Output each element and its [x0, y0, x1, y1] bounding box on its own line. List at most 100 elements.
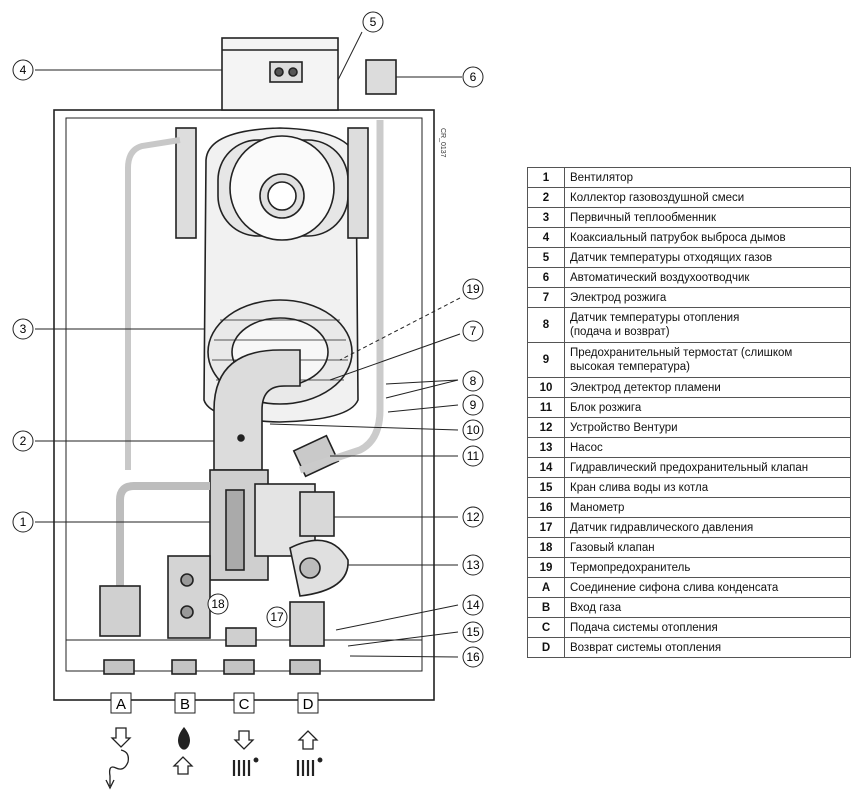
legend-text: Манометр: [570, 501, 625, 514]
callout-circle: [462, 594, 484, 616]
callout-label: 15: [466, 625, 480, 639]
legend-text: Коаксиальный патрубок выброса дымов: [570, 231, 786, 244]
callout-circle: [462, 621, 484, 643]
callout-circle: [266, 606, 288, 628]
callout-circle: [207, 593, 229, 615]
legend-key: 4: [527, 227, 565, 248]
legend-row: 13 Насос: [527, 437, 851, 458]
callout-label: 7: [470, 324, 477, 338]
callout-circle: [12, 511, 34, 533]
callout-label: 3: [20, 322, 27, 336]
callout-circle: [12, 59, 34, 81]
legend-description: Датчик температуры отходящих газов: [564, 247, 851, 268]
legend-text: Первичный теплообменник: [570, 211, 717, 224]
callout-label: 8: [470, 374, 477, 388]
legend-description: Автоматический воздухоотводчик: [564, 267, 851, 288]
connection-markers: A B C D: [110, 692, 319, 714]
callout-1: 1: [12, 511, 34, 533]
callout-circle: [462, 445, 484, 467]
legend-description: Термопредохранитель: [564, 557, 851, 578]
auto-air-vent: [365, 59, 397, 95]
callout-8: 8: [462, 370, 484, 392]
connection-B: B: [174, 692, 196, 714]
callout-3: 3: [12, 318, 34, 340]
legend-key: 7: [527, 287, 565, 308]
connection-label: B: [180, 696, 190, 713]
connection-symbols: [105, 726, 323, 790]
pump: [289, 539, 349, 597]
legend-key: 10: [527, 377, 565, 398]
legend-key: 16: [527, 497, 565, 518]
left-pipe: [116, 482, 210, 612]
callout-label: 16: [466, 650, 480, 664]
legend-text: Коллектор газовоздушной смеси: [570, 191, 745, 204]
callout-label: 5: [370, 15, 377, 29]
legend-text-continued: (подача и возврат): [570, 326, 670, 338]
legend-description: Устройство Вентури: [564, 417, 851, 438]
legend-text: Возврат системы отопления: [570, 641, 722, 654]
callout-11: 11: [462, 445, 484, 467]
leader-lines: [35, 31, 462, 658]
legend-text: Вход газа: [570, 601, 622, 614]
legend-text: Насос: [570, 441, 603, 454]
callout-10: 10: [462, 419, 484, 441]
legend-text: Датчик температуры отопления: [570, 312, 740, 324]
connection-label: C: [239, 696, 250, 713]
legend-text: Подача системы отопления: [570, 621, 718, 634]
callout-label: 11: [467, 449, 480, 463]
callout-circle: [12, 430, 34, 452]
legend-description: Коллектор газовоздушной смеси: [564, 187, 851, 208]
callout-label: 14: [466, 598, 480, 612]
callout-circle: [462, 554, 484, 576]
venturi: [299, 491, 335, 537]
connection-label: D: [303, 696, 314, 713]
legend-key: 3: [527, 207, 565, 228]
legend-key: B: [527, 597, 565, 618]
connection-box: [174, 692, 196, 714]
heating-flow-icon: [232, 730, 259, 776]
legend-description: Газовый клапан: [564, 537, 851, 558]
legend-text: Датчик температуры отходящих газов: [570, 251, 773, 264]
callout-label: 13: [466, 558, 480, 572]
legend-key: C: [527, 617, 565, 638]
connection-label: A: [116, 696, 126, 713]
legend-description: Электрод розжига: [564, 287, 851, 308]
legend-key: 1: [527, 167, 565, 188]
callout-14: 14: [462, 594, 484, 616]
legend-key: 18: [527, 537, 565, 558]
legend-key: 2: [527, 187, 565, 208]
coaxial-flue: [221, 37, 339, 111]
legend-description: Вентилятор: [564, 167, 851, 188]
callout-16: 16: [462, 646, 484, 668]
callout-17: 17: [266, 606, 288, 628]
callout-circle: [462, 394, 484, 416]
legend-description: Насос: [564, 437, 851, 458]
legend-row: 12 Устройство Вентури: [527, 417, 851, 438]
legend-description: Блок розжига: [564, 397, 851, 418]
legend-text: Блок розжига: [570, 401, 642, 414]
connection-box: [233, 692, 255, 714]
legend-key: 12: [527, 417, 565, 438]
legend-key: 9: [527, 342, 565, 378]
callout-circle: [462, 66, 484, 88]
legend-row: B Вход газа: [527, 597, 851, 618]
legend-description: Коаксиальный патрубок выброса дымов: [564, 227, 851, 248]
legend-key: 13: [527, 437, 565, 458]
connection-A: A: [110, 692, 132, 714]
legend-text: Соединение сифона слива конденсата: [570, 581, 779, 594]
drawing-code: CR_0137: [439, 128, 446, 158]
legend-key: 19: [527, 557, 565, 578]
legend-text: Устройство Вентури: [570, 421, 678, 434]
callout-label: 2: [20, 434, 27, 448]
connection-box: [110, 692, 132, 714]
legend-row: 2 Коллектор газовоздушной смеси: [527, 187, 851, 208]
callout-2: 2: [12, 430, 34, 452]
condensate-drain-icon: [105, 727, 132, 790]
